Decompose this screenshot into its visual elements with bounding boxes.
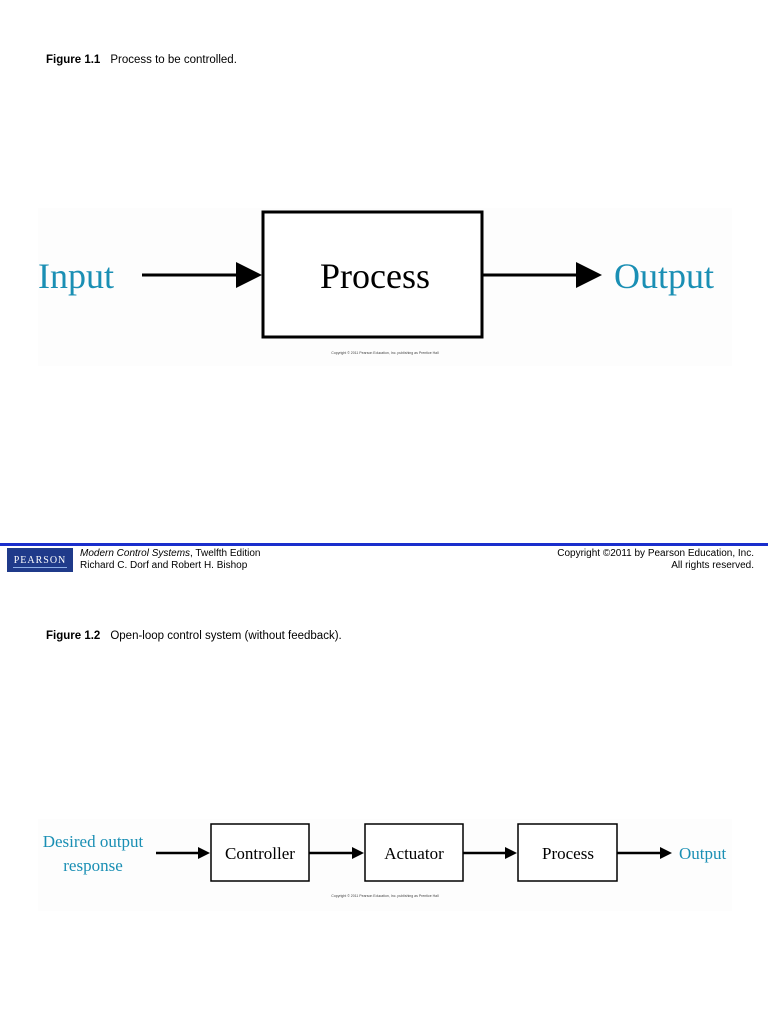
figure-1-credit: Copyright © 2011 Pearson Education, Inc.… [331, 351, 439, 355]
actuator-label: Actuator [384, 844, 444, 863]
figure-2-caption-text: Open-loop control system (without feedba… [110, 630, 342, 642]
figure-2-credit: Copyright © 2011 Pearson Education, Inc.… [331, 894, 439, 898]
actuator-block [364, 823, 464, 882]
figure-1-caption-text: Process to be controlled. [110, 54, 237, 66]
arrowhead-to-actuator [352, 847, 364, 859]
controller-label: Controller [225, 844, 295, 863]
process-block [261, 210, 484, 339]
pearson-logo: PEARSON [7, 548, 73, 572]
input-arrowhead [236, 262, 262, 288]
figure-1-number: Figure 1.1 [46, 54, 101, 66]
book-authors: Richard C. Dorf and Robert H. Bishop [80, 560, 248, 571]
output-label-2: Output [679, 844, 727, 863]
desired-output-line2: response [63, 856, 122, 875]
book-edition: , Twelfth Edition [190, 548, 261, 559]
book-title: Modern Control Systems [80, 548, 191, 559]
controller-block [210, 823, 310, 882]
input-label: Input [38, 256, 114, 296]
arrowhead-to-controller [198, 847, 210, 859]
book-title-line: Modern Control Systems, Twelfth Edition [80, 548, 260, 560]
figure-1-caption: Figure 1.1 Process to be controlled. [46, 54, 237, 66]
arrowhead-to-process [505, 847, 517, 859]
figure-1-diagram: Input Process Output Copyright © 2011 Pe… [0, 200, 768, 370]
copyright-info: Copyright ©2011 by Pearson Education, In… [557, 548, 754, 572]
arrowhead-to-output [660, 847, 672, 859]
figure-1-svg: Input Process Output Copyright © 2011 Pe… [38, 208, 732, 366]
figure-2-caption: Figure 1.2 Open-loop control system (with… [46, 630, 342, 642]
book-info: Modern Control Systems, Twelfth Edition … [80, 548, 260, 572]
copyright-text: Copyright ©2011 by Pearson Education, In… [557, 548, 754, 559]
figure-2-number: Figure 1.2 [46, 630, 101, 642]
figure-2-diagram: Desired output response Controller Actua… [0, 815, 768, 915]
figure-2-svg: Desired output response Controller Actua… [38, 819, 732, 911]
output-label: Output [614, 256, 714, 296]
process-label-2: Process [542, 844, 594, 863]
output-arrowhead [576, 262, 602, 288]
desired-output-line1: Desired output [43, 832, 144, 851]
footer-rule [0, 543, 768, 546]
rights-text: All rights reserved. [671, 560, 754, 571]
process-label: Process [320, 256, 430, 296]
